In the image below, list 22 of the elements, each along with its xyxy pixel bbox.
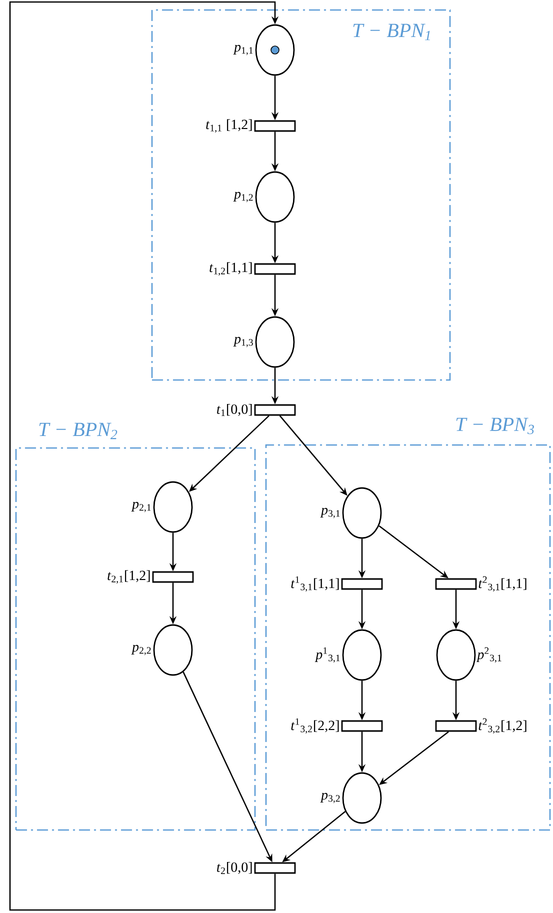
place-label: t$_{1,1}$ [1,2] <box>206 119 252 133</box>
place-label: p$_{3,2}$ <box>320 792 340 804</box>
place-label: p$_{1,1}$ <box>233 44 253 56</box>
place-label: t$_{2,1}$[1,2] <box>108 570 150 584</box>
place-label: p$_{2,1}$ <box>131 502 151 512</box>
place-label: p$_{1,3}$ <box>233 336 253 348</box>
place-label: t$^{1}$$_{3,1}$[1,1] <box>291 576 339 592</box>
place-label: p$_{1,2}$ <box>233 192 253 202</box>
place-label: p$_{2,2}$ <box>131 644 151 656</box>
place-label: t$_{1}$[0,0] <box>217 404 252 416</box>
place-label: t$^{2}$$_{3,2}$[1,2] <box>478 718 526 734</box>
place-label: p$^{2}$3,1 <box>476 647 502 663</box>
subnet-heading: T − BPN$_{1}$ <box>353 24 430 40</box>
place-label: p$_{3,1}$ <box>320 508 340 518</box>
arrow <box>9 1 279 911</box>
place-label: t$^{1}$$_{3,2}$[2,2] <box>291 718 339 734</box>
place-label: t$_{1,2}$[1,1] <box>210 262 252 276</box>
place-label: t$^{2}$$_{3,1}$[1,1] <box>478 576 526 592</box>
subnet-heading: T − BPN$_{2}$ <box>39 422 118 440</box>
place-label: t$_{2}$[0,0] <box>217 862 252 874</box>
place-label: p$^{1}$3,1 <box>314 647 340 663</box>
subnet-heading: T − BPN$_{3}$ <box>456 418 534 434</box>
